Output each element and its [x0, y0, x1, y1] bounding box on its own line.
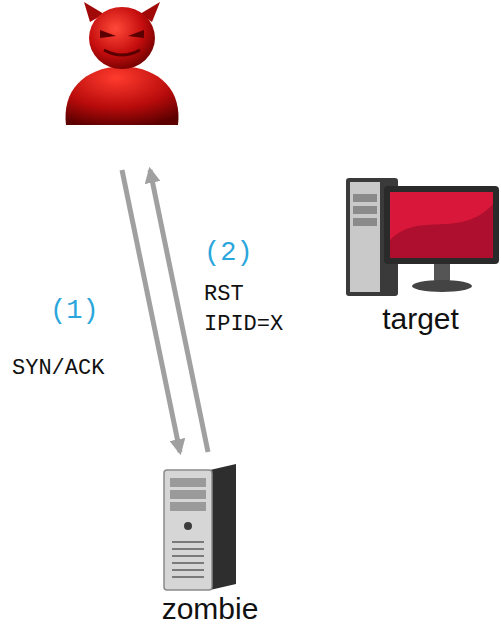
node-label: zombie — [140, 592, 280, 625]
step-number: (1) — [50, 296, 99, 327]
packet-label: RST — [204, 282, 244, 307]
packet-label: IPID=X — [204, 312, 283, 337]
drive-bay — [170, 478, 206, 487]
drive-bay — [353, 194, 377, 202]
vent-slot — [172, 541, 204, 543]
drive-bay — [170, 502, 206, 511]
drive-bay — [170, 490, 206, 499]
message-arrow — [150, 170, 208, 452]
vent-slot — [172, 555, 204, 557]
packet-label: SYN/ACK — [12, 356, 104, 381]
vent-slot — [172, 562, 204, 564]
step-number: (2) — [204, 238, 253, 269]
computer-node: zombie — [140, 462, 280, 625]
vent-slot — [172, 548, 204, 550]
monitor-frame — [384, 186, 499, 264]
drive-bay — [353, 218, 377, 226]
monitor-base — [412, 280, 472, 292]
computer-icon — [340, 170, 501, 302]
computer-case-front — [350, 182, 380, 292]
monitor-screen — [390, 192, 493, 258]
vent-slot — [172, 576, 204, 578]
computer-node: target — [340, 170, 501, 335]
screen-wave — [390, 204, 493, 258]
node-label: target — [340, 302, 501, 335]
message-arrow — [122, 170, 180, 452]
vent-slot — [172, 569, 204, 571]
attacker-icon — [65, 2, 178, 125]
tower-side — [210, 464, 236, 590]
power-button — [184, 522, 192, 530]
tower-front — [164, 470, 212, 590]
computer-icon — [140, 462, 280, 592]
drive-bay — [353, 206, 377, 214]
monitor-stand — [434, 264, 450, 282]
